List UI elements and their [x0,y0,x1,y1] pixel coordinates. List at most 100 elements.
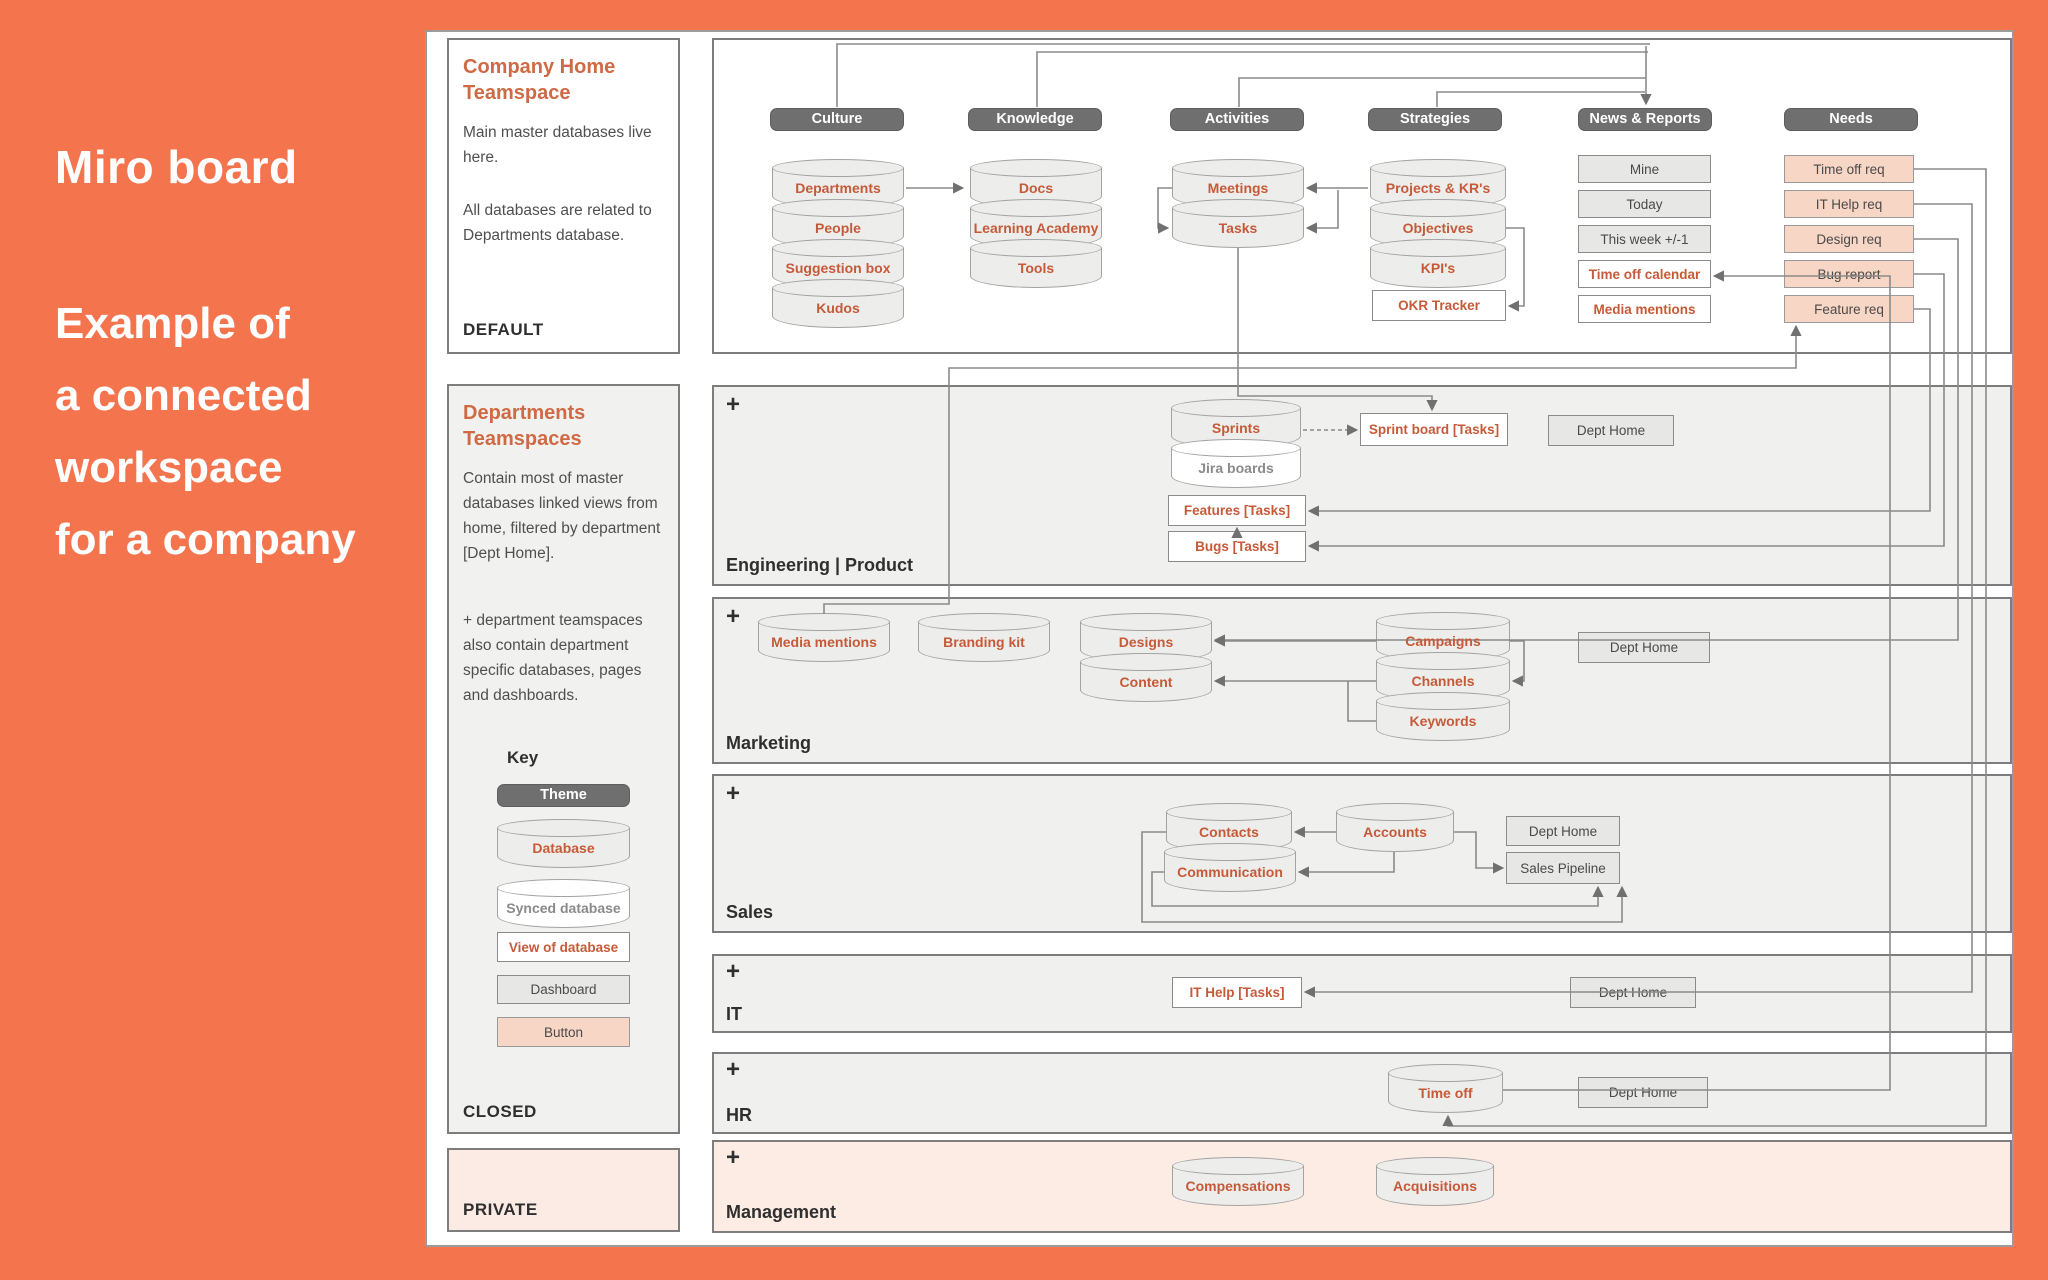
view-media-mentions[interactable]: Media mentions [1578,295,1711,323]
key-database-label: Database [532,840,595,856]
db-contacts-label: Contacts [1199,824,1259,840]
view-sprint-board-tasks[interactable]: Sprint board [Tasks] [1360,413,1508,446]
engineering-row-label: Engineering | Product [726,555,914,575]
db-branding-kit-label: Branding kit [943,634,1025,650]
db-departments[interactable]: Departments [771,159,905,208]
sales-teamspace: + Sales [712,774,2012,933]
theme-strategies[interactable]: Strategies [1368,108,1502,131]
db-jira-boards[interactable]: Jira boards [1170,439,1302,488]
key-synced-database-label: Synced database [506,900,621,916]
theme-news-reports[interactable]: News & Reports [1578,108,1712,131]
closed-section-label: CLOSED [463,1102,537,1121]
db-time-off-label: Time off [1418,1085,1473,1101]
db-communication[interactable]: Communication [1163,843,1297,892]
key-synced-database-sample[interactable]: Synced database [496,879,631,928]
company-home-title: Company Home Teamspace [463,56,616,104]
db-acquisitions-label: Acquisitions [1392,1178,1477,1194]
management-row-label: Management [726,1202,837,1222]
db-kudos[interactable]: Kudos [771,279,905,328]
db-content-label: Content [1119,674,1173,690]
management-teamspace: + Management [712,1140,2012,1233]
sales-dept-home[interactable]: Dept Home [1506,816,1620,846]
db-tasks[interactable]: Tasks [1171,199,1305,248]
db-sprints-label: Sprints [1211,420,1261,436]
management-add-button[interactable]: + [726,1144,741,1171]
marketing-add-button[interactable]: + [726,603,741,630]
db-accounts[interactable]: Accounts [1335,803,1455,852]
theme-activities[interactable]: Activities [1170,108,1304,131]
dashboard-mine[interactable]: Mine [1578,155,1711,183]
theme-knowledge[interactable]: Knowledge [968,108,1102,131]
hr-teamspace: + HR [712,1052,2012,1134]
db-people-label: People [815,220,861,236]
private-section-label: PRIVATE [463,1200,538,1219]
dashboard-this-week[interactable]: This week +/-1 [1578,225,1711,253]
db-designs-label: Designs [1118,634,1174,650]
sales-row-label: Sales [726,902,774,922]
company-home-body-2: All databases are related to Departments… [463,202,652,244]
engineering-add-button[interactable]: + [726,391,741,418]
view-okr-tracker[interactable]: OKR Tracker [1372,290,1506,321]
view-time-off-calendar[interactable]: Time off calendar [1578,260,1711,288]
db-learning-academy-label: Learning Academy [973,220,1099,236]
company-home-teamspace-panel[interactable]: Company Home Teamspace Main master datab… [447,38,680,354]
db-meetings-label: Meetings [1207,180,1269,196]
db-suggestion-box-label: Suggestion box [785,260,891,276]
db-time-off[interactable]: Time off [1387,1064,1504,1113]
marketing-dept-home[interactable]: Dept Home [1578,632,1710,663]
default-section-label: DEFAULT [463,320,544,339]
db-jira-boards-label: Jira boards [1198,460,1274,476]
marketing-teamspace: + Marketing [712,597,2012,764]
button-feature-req[interactable]: Feature req [1784,295,1914,323]
key-database-sample[interactable]: Database [496,819,631,868]
db-branding-kit[interactable]: Branding kit [917,613,1051,662]
db-keywords[interactable]: Keywords [1375,692,1511,741]
db-departments-label: Departments [795,180,881,196]
key-view-of-database-sample[interactable]: View of database [497,932,630,962]
button-time-off-req[interactable]: Time off req [1784,155,1914,183]
key-theme-sample[interactable]: Theme [497,784,630,807]
button-design-req[interactable]: Design req [1784,225,1914,253]
view-it-help-tasks[interactable]: IT Help [Tasks] [1172,977,1302,1008]
hr-add-button[interactable]: + [726,1056,741,1083]
key-title: Key [507,748,539,767]
dashboard-today[interactable]: Today [1578,190,1711,218]
db-keywords-label: Keywords [1409,713,1477,729]
it-add-button[interactable]: + [726,958,741,985]
key-button-sample[interactable]: Button [497,1017,630,1047]
key-dashboard-sample[interactable]: Dashboard [497,975,630,1004]
it-dept-home[interactable]: Dept Home [1570,977,1696,1008]
sales-pipeline-dashboard[interactable]: Sales Pipeline [1506,852,1620,884]
theme-culture[interactable]: Culture [770,108,904,131]
db-tasks-label: Tasks [1218,220,1258,236]
db-media-mentions[interactable]: Media mentions [757,613,891,662]
private-panel[interactable]: PRIVATE [447,1148,680,1232]
button-it-help-req[interactable]: IT Help req [1784,190,1914,218]
departments-teamspaces-panel[interactable]: Departments Teamspaces Contain most of m… [447,384,680,1134]
db-tools[interactable]: Tools [969,239,1103,288]
button-bug-report[interactable]: Bug report [1784,260,1914,288]
db-content[interactable]: Content [1079,653,1213,702]
db-tools-label: Tools [1017,260,1055,276]
db-communication-label: Communication [1177,864,1283,880]
db-accounts-label: Accounts [1363,824,1427,840]
db-media-mentions-label: Media mentions [771,634,877,650]
db-compensations[interactable]: Compensations [1171,1157,1305,1206]
departments-panel-title: Departments Teamspaces [463,402,586,450]
board-title: Miro board [55,141,298,193]
sales-add-button[interactable]: + [726,780,741,807]
theme-needs[interactable]: Needs [1784,108,1918,131]
engineering-dept-home[interactable]: Dept Home [1548,415,1674,446]
view-bugs-tasks[interactable]: Bugs [Tasks] [1168,531,1306,562]
view-features-tasks[interactable]: Features [Tasks] [1168,495,1306,526]
board-subtitle: Example of a connected workspace for a c… [55,299,356,564]
hr-dept-home[interactable]: Dept Home [1578,1077,1708,1108]
it-teamspace: + IT [712,954,2012,1033]
db-kpis-label: KPI's [1420,260,1456,276]
hr-row-label: HR [726,1105,752,1125]
db-channels-label: Channels [1411,673,1475,689]
db-acquisitions[interactable]: Acquisitions [1375,1157,1495,1206]
departments-panel-body-1: Contain most of master databases linked … [463,470,661,562]
db-kudos-label: Kudos [816,300,860,316]
db-kpis[interactable]: KPI's [1369,239,1507,288]
